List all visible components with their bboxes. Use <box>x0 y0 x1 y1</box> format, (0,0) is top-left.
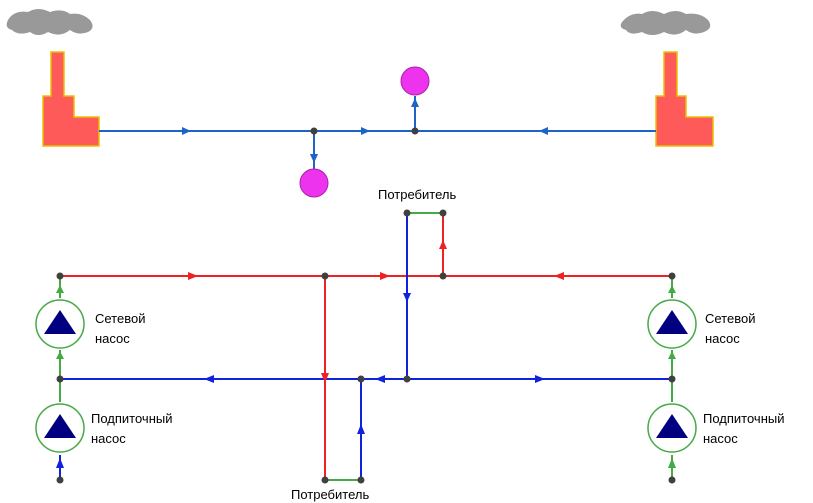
node-point[interactable] <box>668 272 676 280</box>
smoke-right-icon <box>620 11 711 35</box>
flow-arrow-icon <box>56 458 64 468</box>
pump-icon <box>656 310 688 334</box>
flow-arrow-icon <box>182 127 191 135</box>
node-point[interactable] <box>411 127 419 135</box>
flow-arrow-icon <box>357 424 365 434</box>
flow-arrow-icon <box>668 351 676 359</box>
node-point[interactable] <box>310 127 318 135</box>
consumer-top-label: Потребитель <box>378 187 456 202</box>
supply-pipeline[interactable] <box>60 213 672 480</box>
node-point[interactable] <box>357 476 365 484</box>
flow-arrow-icon <box>535 375 545 383</box>
pump-icon <box>44 310 76 334</box>
node-point[interactable] <box>439 272 447 280</box>
consumer-circle-icon[interactable] <box>299 168 329 198</box>
flow-arrow-icon <box>411 98 419 107</box>
flow-arrow-icon <box>668 458 676 468</box>
flow-arrow-icon <box>375 375 385 383</box>
node-point[interactable] <box>357 375 365 383</box>
network-pump-left-label-2: насос <box>95 331 130 346</box>
node-point[interactable] <box>56 476 64 484</box>
network-pump-left-label-1: Сетевой <box>95 311 145 326</box>
flow-arrow-icon <box>403 293 411 302</box>
flow-arrow-icon <box>361 127 370 135</box>
flow-arrow-icon <box>439 240 447 249</box>
flow-arrow-icon <box>188 272 198 280</box>
boiler-house-left-icon[interactable] <box>42 51 100 147</box>
network-pump-right-label-1: Сетевой <box>705 311 755 326</box>
node-point[interactable] <box>439 209 447 217</box>
smoke-left-icon <box>6 9 93 35</box>
makeup-pump-left-label-1: Подпиточный <box>91 411 173 426</box>
flow-arrow-icon <box>321 373 329 383</box>
pump-icon <box>656 414 688 438</box>
makeup-pump-right[interactable] <box>647 403 697 453</box>
node-point[interactable] <box>403 209 411 217</box>
node-point[interactable] <box>321 476 329 484</box>
pump-icon <box>44 414 76 438</box>
flow-arrow-icon <box>56 285 64 293</box>
consumer-bottom-label: Потребитель <box>291 487 369 502</box>
makeup-pump-right-label-2: насос <box>703 431 738 446</box>
flow-arrow-icon <box>204 375 214 383</box>
network-pump-left[interactable] <box>35 299 85 349</box>
makeup-pump-left[interactable] <box>35 403 85 453</box>
node-point[interactable] <box>668 375 676 383</box>
flow-arrow-icon <box>539 127 548 135</box>
flow-arrow-icon <box>554 272 564 280</box>
boiler-house-right-icon[interactable] <box>655 51 714 147</box>
makeup-pump-right-label-1: Подпиточный <box>703 411 785 426</box>
network-pump-right-label-2: насос <box>705 331 740 346</box>
flow-arrow-icon <box>380 272 390 280</box>
makeup-pump-left-label-2: насос <box>91 431 126 446</box>
consumer-circle-icon[interactable] <box>400 66 430 96</box>
jumper-lines <box>59 212 673 481</box>
flow-arrow-icon <box>310 154 318 163</box>
flow-arrow-icon <box>668 285 676 293</box>
node-point[interactable] <box>668 476 676 484</box>
node-point[interactable] <box>56 375 64 383</box>
network-pump-right[interactable] <box>647 299 697 349</box>
flow-arrow-icon <box>56 351 64 359</box>
node-point[interactable] <box>56 272 64 280</box>
node-point[interactable] <box>403 375 411 383</box>
node-point[interactable] <box>321 272 329 280</box>
return-pipeline[interactable] <box>59 213 673 480</box>
